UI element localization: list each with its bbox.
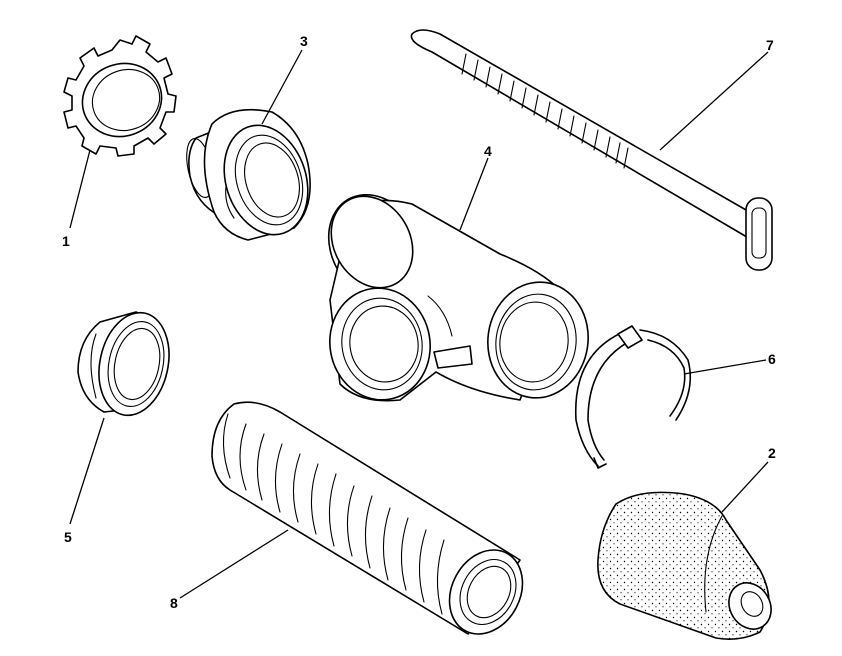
- lock-nut-part: [63, 35, 177, 157]
- leader-line-1: [69, 149, 91, 229]
- leader-lines: [69, 49, 769, 599]
- boot-cap-part: [597, 491, 772, 640]
- leader-line-5: [69, 417, 105, 525]
- leader-line-4: [459, 157, 489, 231]
- callout-5: 5: [64, 529, 72, 545]
- cable-tie-part: [410, 29, 773, 271]
- callout-6: 6: [768, 351, 776, 367]
- adapter-fitting-part: [186, 108, 311, 241]
- callout-8: 8: [170, 595, 178, 611]
- leader-line-8: [179, 529, 289, 599]
- callout-7: 7: [766, 37, 774, 53]
- leader-line-7: [659, 51, 769, 151]
- callout-4: 4: [484, 143, 492, 159]
- leader-line-2: [721, 461, 769, 513]
- retaining-clip-part: [574, 325, 692, 469]
- callout-labels: 1 3 7 4 6 5 8 2: [62, 33, 776, 611]
- leader-line-3: [261, 49, 303, 125]
- callout-1: 1: [62, 233, 70, 249]
- callout-2: 2: [768, 445, 776, 461]
- corrugated-hose-part: [211, 401, 524, 635]
- callout-3: 3: [300, 33, 308, 49]
- tee-fitting-part: [327, 193, 589, 402]
- ring-bushing-part: [77, 311, 170, 417]
- leader-line-6: [683, 359, 767, 375]
